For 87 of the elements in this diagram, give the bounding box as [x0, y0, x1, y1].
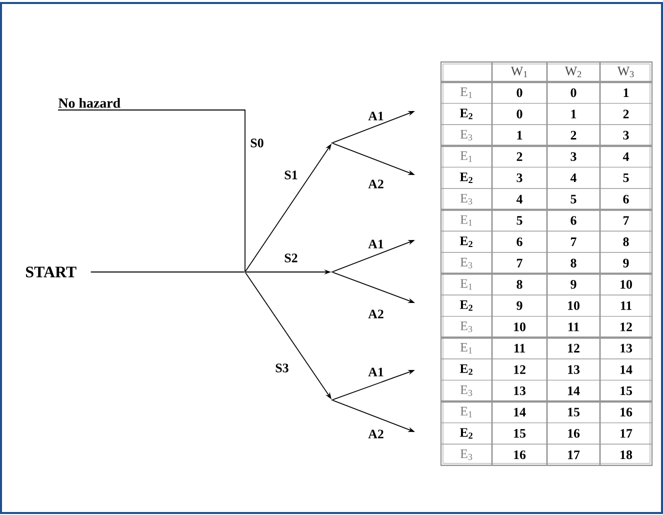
- table-cell: 13: [568, 365, 580, 374]
- table-cell: E$_{3}$: [460, 386, 472, 396]
- table-cell: 11: [514, 344, 525, 352]
- table-cell: 12: [514, 365, 526, 374]
- table-cell: E$_{3}$: [460, 322, 472, 332]
- table-cell: 15: [620, 386, 632, 396]
- table-cell: E$_{3}$: [460, 130, 472, 140]
- table-cell: 9: [516, 301, 522, 310]
- edge-label: A2: [367, 178, 385, 190]
- table-cell: 2: [623, 110, 629, 118]
- table-cell: 4: [570, 174, 576, 182]
- edge-label: S0: [249, 138, 265, 148]
- table-cell: 8: [623, 237, 629, 246]
- table-cell: E$_{1}$: [460, 406, 472, 418]
- table-cell: 8: [516, 280, 522, 289]
- table-cell: E$_{2}$: [460, 108, 472, 120]
- node-label: START: [26, 266, 76, 278]
- table-cell: 5: [570, 194, 576, 204]
- table-cell: W$_{1}$: [510, 66, 528, 78]
- table-cell: 3: [570, 152, 576, 161]
- table-cell: 15: [568, 408, 580, 416]
- table-cell: 6: [623, 194, 629, 204]
- table-cell: 16: [568, 429, 580, 438]
- table-cell: 3: [623, 130, 629, 140]
- table-cell: E$_{1}$: [460, 343, 472, 354]
- table-cell: 13: [514, 386, 526, 396]
- table-cell: 4: [516, 194, 522, 204]
- table-cell: E$_{2}$: [460, 172, 472, 183]
- table-cell: E$_{1}$: [460, 279, 472, 290]
- table-cell: 17: [620, 429, 632, 438]
- edge-label: A1: [367, 110, 385, 122]
- table-cell: 12: [620, 322, 632, 332]
- table-cell: 3: [516, 173, 522, 182]
- table-cell: 12: [568, 344, 580, 352]
- table-cell: 11: [620, 301, 632, 310]
- table-cell: 14: [620, 365, 632, 374]
- table-cell: 6: [570, 216, 576, 225]
- table-cell: 4: [622, 152, 629, 161]
- edge-label: A1: [367, 238, 385, 250]
- table-cell: E$_{2}$: [460, 236, 472, 247]
- table-cell: E$_{2}$: [460, 428, 472, 439]
- table-cell: 1: [571, 110, 576, 118]
- table-cell: 2: [516, 152, 522, 161]
- table-cell: 8: [570, 258, 576, 268]
- edge-label: A1: [367, 366, 385, 378]
- node-label: No hazard: [58, 98, 120, 108]
- table-cell: 7: [571, 238, 576, 246]
- table-cell: E$_{2}$: [460, 364, 472, 375]
- table-cell: 5: [516, 216, 522, 225]
- table-cell: 1: [517, 130, 522, 140]
- table-cell: E$_{3}$: [460, 450, 472, 460]
- table-cell: 16: [620, 408, 632, 416]
- table-cell: 17: [568, 450, 580, 460]
- table-cell: W$_{2}$: [564, 66, 582, 78]
- table-cell: 10: [620, 280, 632, 289]
- table-cell: E$_{1}$: [460, 88, 472, 98]
- table-cell: 0: [570, 88, 576, 98]
- table-cell: E$_{1}$: [460, 215, 472, 226]
- edge-label: S1: [283, 170, 299, 180]
- table-cell: 6: [516, 237, 522, 246]
- table-cell: E$_{3}$: [460, 194, 472, 204]
- table-cell: 9: [570, 280, 576, 289]
- table-cell: E$_{2}$: [460, 300, 472, 311]
- table-cell: 16: [514, 450, 526, 460]
- table-cell: 14: [568, 386, 580, 396]
- edge-label: S2: [283, 252, 299, 264]
- table-cell: 0: [516, 110, 522, 118]
- table-cell: 9: [623, 258, 629, 268]
- table-cell: E$_{1}$: [460, 151, 472, 162]
- table-cell: W$_{3}$: [617, 66, 634, 78]
- table-cell: 2: [570, 130, 576, 140]
- table-cell: 5: [623, 173, 629, 182]
- table-cell: 7: [517, 258, 522, 268]
- table-cell: 0: [516, 88, 522, 98]
- table-cell: E$_{3}$: [460, 258, 472, 268]
- table-cell: 10: [568, 301, 580, 310]
- table-cell: 14: [514, 408, 526, 416]
- table-cell: 15: [514, 429, 526, 438]
- table-cell: 1: [624, 88, 629, 97]
- table-cell: 7: [624, 216, 629, 225]
- edge-label: S3: [274, 362, 290, 374]
- edge-label: A2: [367, 428, 385, 440]
- table-cell: 10: [514, 322, 526, 332]
- table-cell: 13: [620, 344, 632, 353]
- table-cell: 11: [568, 322, 579, 332]
- edge-label: A2: [367, 308, 385, 320]
- table-cell: 18: [620, 450, 632, 460]
